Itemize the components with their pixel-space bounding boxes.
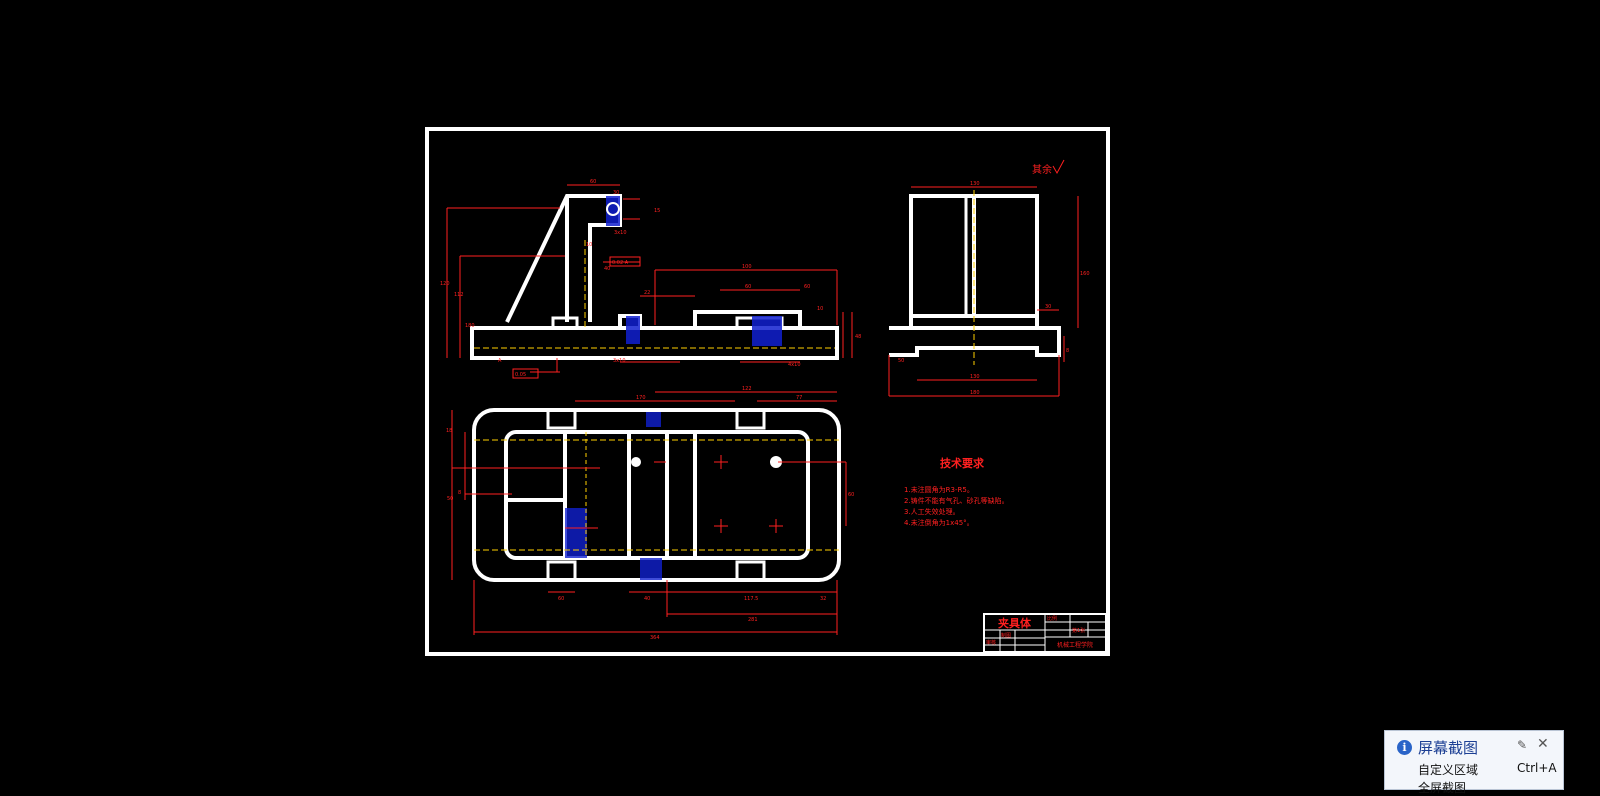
dimension-label: 3x10	[613, 358, 626, 364]
dimension-label: 48	[855, 334, 861, 340]
general-roughness-label: 其余	[1032, 163, 1052, 176]
dimension-label: 180	[970, 390, 980, 396]
pin-icon[interactable]: ✎	[1517, 738, 1528, 752]
tech-req-item: 2.铸件不能有气孔、砂孔等缺陷。	[904, 496, 1009, 505]
title-block	[983, 613, 1107, 653]
dimension-label: 100	[742, 264, 752, 270]
dimension-label: 60	[590, 179, 596, 185]
fullscreen-menu-item[interactable]: 全屏截图	[1418, 781, 1467, 795]
dimension-label: 60	[848, 492, 854, 498]
drawing-frame	[425, 127, 1110, 656]
title-block-checker: 审核	[986, 639, 996, 646]
info-icon: i	[1397, 740, 1412, 755]
dimension-label: 50	[447, 496, 453, 502]
roughness-symbol-icon	[1052, 159, 1065, 175]
dimension-label: 10	[817, 306, 823, 312]
dimension-label: 30	[1045, 304, 1051, 310]
tolerance-label: 0.05	[515, 372, 526, 378]
tech-req-title: 技术要求	[940, 456, 985, 470]
title-block-part-name: 夹具体	[998, 616, 1032, 630]
dimension-label: 32	[820, 596, 826, 602]
popup-title: 屏幕截图	[1418, 739, 1479, 757]
tech-req-item: 3.人工失效处理。	[904, 507, 960, 516]
dimension-label: 130	[970, 181, 980, 187]
tech-req-item: 1.未注圆角为R3-R5。	[904, 485, 974, 494]
title-block-school: 机械工程学院	[1057, 641, 1093, 649]
dimension-label: 112	[454, 292, 464, 298]
front-view	[446, 184, 853, 379]
dimension-label: 18	[446, 428, 452, 434]
dimension-label: 8	[458, 490, 461, 496]
dimension-label: 40	[644, 596, 650, 602]
title-block-sheet: 第1张	[1072, 627, 1085, 634]
dimension-label: 40	[604, 266, 610, 272]
datum-label: A	[498, 358, 502, 364]
shortcut-label: Ctrl+A	[1517, 761, 1557, 775]
tolerance-label: 0.02 A	[612, 260, 629, 266]
dimension-label: 50	[898, 358, 904, 364]
dimension-label: 180	[465, 323, 475, 329]
close-icon[interactable]: ✕	[1537, 736, 1549, 752]
top-view	[451, 391, 847, 635]
custom-region-menu-item[interactable]: 自定义区域	[1418, 763, 1479, 777]
tech-req-item: 4.未注倒角为1x45°。	[904, 518, 974, 527]
dimension-label: 15	[654, 208, 660, 214]
title-block-scale: 比例	[1047, 615, 1057, 622]
dimension-label: 60	[804, 284, 810, 290]
dimension-label: 22	[644, 290, 650, 296]
dimension-label: 122	[742, 386, 752, 392]
title-block-designer: 制图	[1001, 632, 1011, 639]
dimension-label: 117.5	[744, 596, 758, 602]
drawing-text: 其余 技术要求 1.未注圆角为R3-R5。 2.铸件不能有气孔、砂孔等缺陷。 3…	[440, 159, 1093, 649]
dimension-label: 8	[1066, 348, 1069, 354]
dimension-label: 10	[586, 242, 592, 248]
side-view	[888, 186, 1079, 397]
dimension-label: 30	[613, 190, 619, 196]
dimension-label: 160	[1080, 271, 1090, 277]
dimension-label: 170	[636, 395, 646, 401]
dimension-label: 60	[558, 596, 564, 602]
dimension-label: 77	[796, 395, 802, 401]
dimension-label: 130	[970, 374, 980, 380]
dimension-label: 281	[748, 617, 758, 623]
dimension-label: 3x10	[614, 230, 627, 236]
screenshot-tool-popup[interactable]: i 屏幕截图 ✎ ✕ 自定义区域 Ctrl+A 全屏截图	[1384, 730, 1564, 795]
dimension-label: 4x10	[788, 362, 801, 368]
dimension-label: 364	[650, 635, 660, 641]
dimension-label: 60	[745, 284, 751, 290]
dimension-label: 120	[440, 281, 450, 287]
